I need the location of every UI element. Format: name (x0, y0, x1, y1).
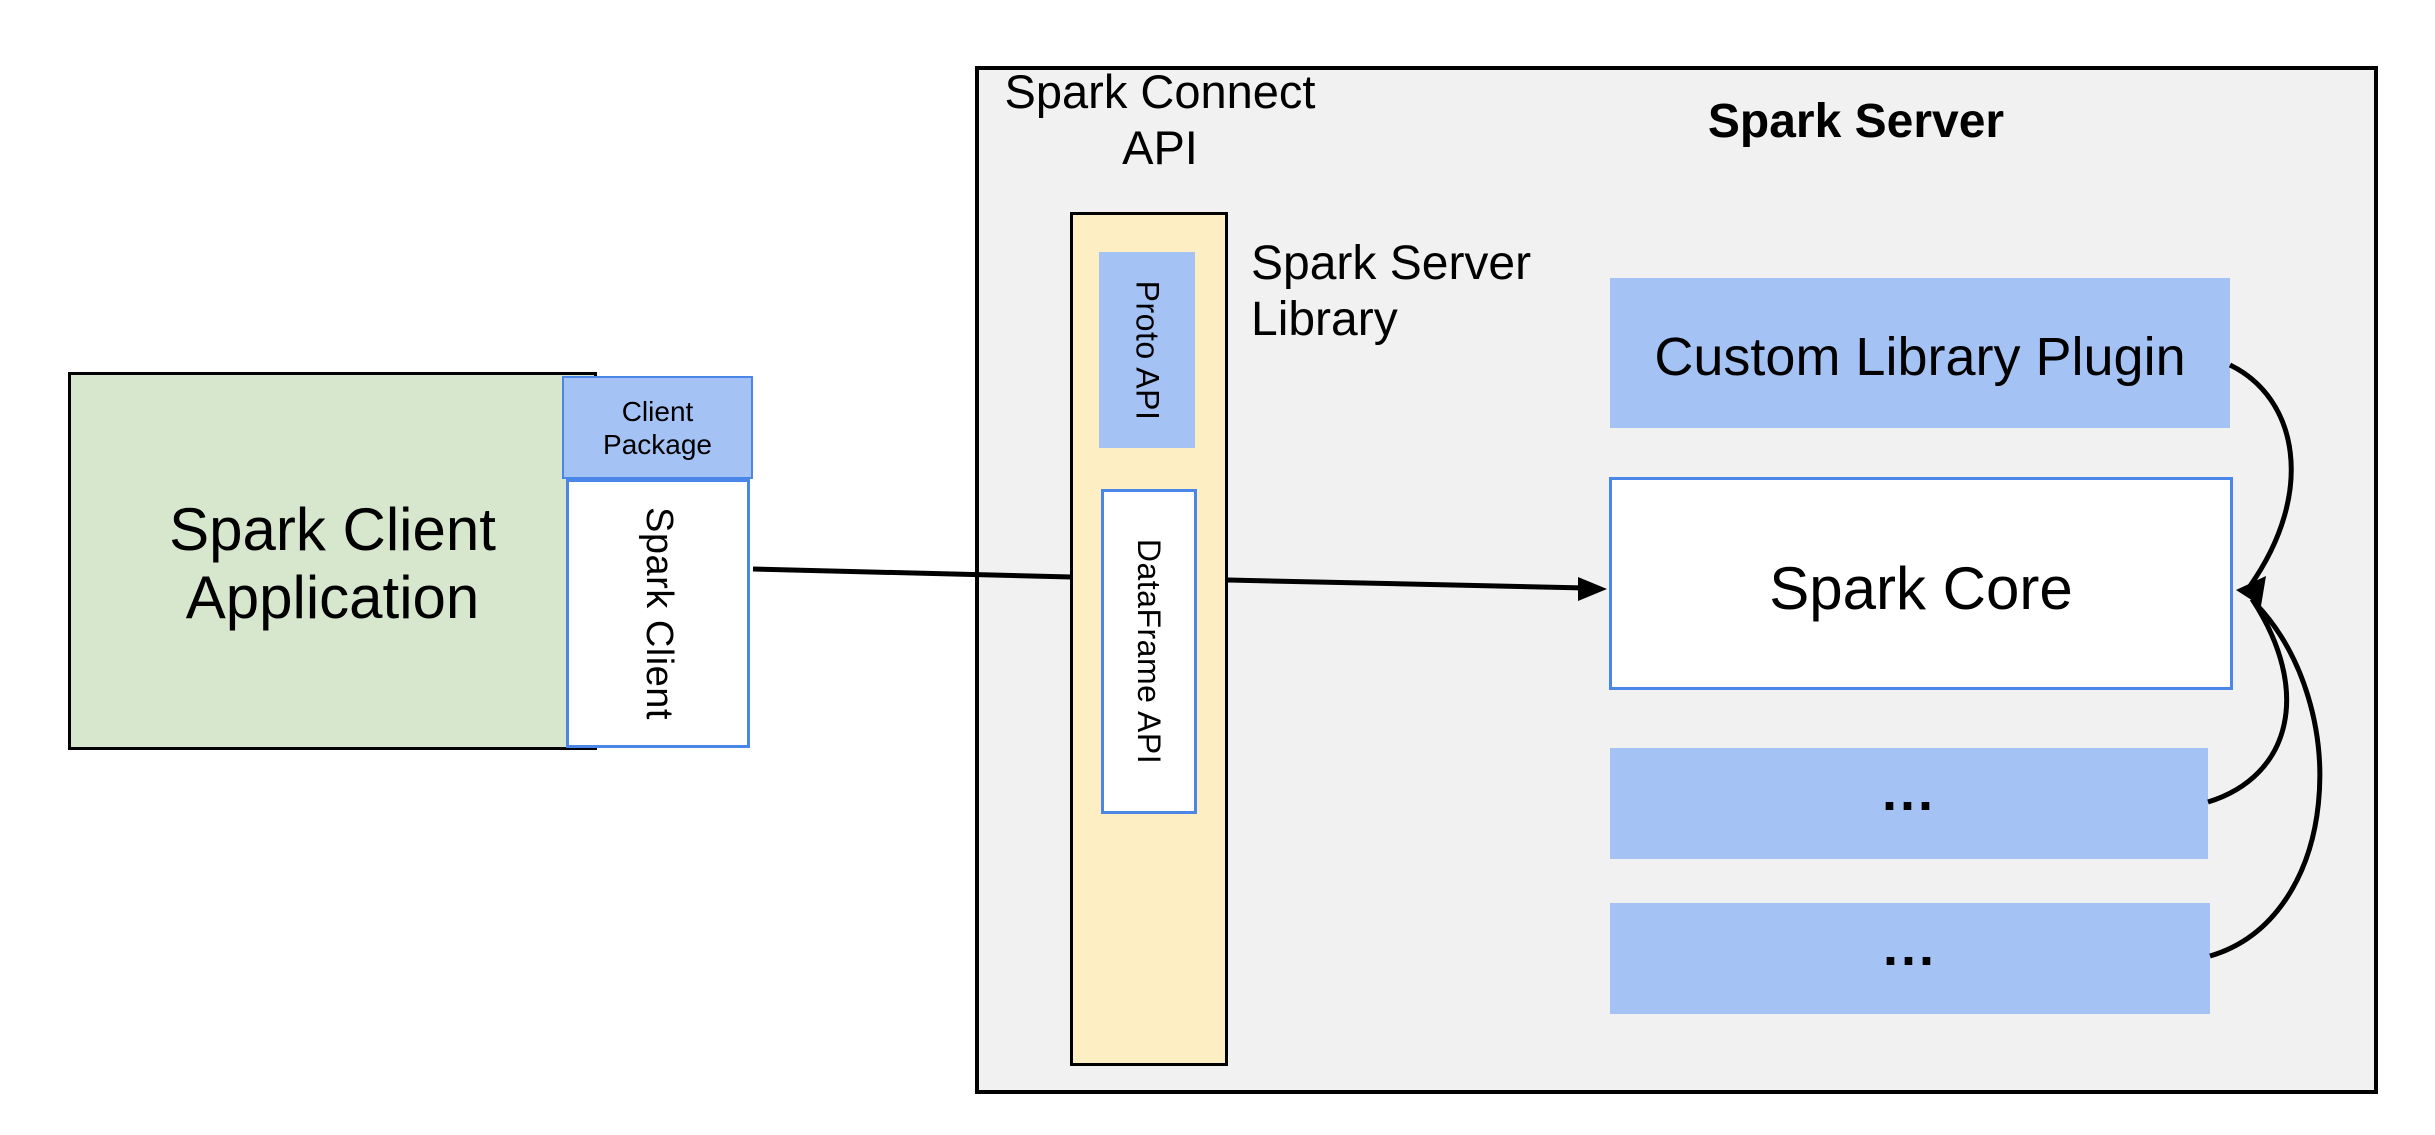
spark-core-label: Spark Core (1769, 555, 2073, 622)
spark-server-library-label: Spark Server Library (1251, 236, 1591, 348)
spark-server-library-label-line2: Library (1251, 293, 1398, 346)
client-package-label-line2: Package (603, 428, 712, 460)
spark-connect-api-label-line1: Spark Connect (1004, 65, 1316, 118)
spark-core-box: Spark Core (1609, 477, 2233, 690)
spark-client-application-label-line1: Spark Client (169, 496, 496, 563)
plugin-slot-1-label: ... (1881, 761, 1936, 822)
dataframe-api-label: DataFrame API (1131, 538, 1168, 765)
plugin-slot-box-2: ... (1610, 903, 2210, 1014)
spark-client-application-label: Spark Client Application (68, 496, 597, 632)
spark-connect-api-label: Spark Connect API (985, 64, 1335, 176)
client-package-box: Client Package (562, 376, 753, 479)
spark-client-application-box (68, 372, 597, 750)
plugin-slot-box-1: ... (1610, 748, 2208, 859)
spark-client-box: Spark Client (566, 479, 750, 748)
spark-server-library-label-line1: Spark Server (1251, 237, 1532, 290)
proto-api-box: Proto API (1099, 252, 1195, 448)
spark-client-label: Spark Client (637, 507, 680, 720)
plugin-slot-2-label: ... (1882, 916, 1937, 977)
client-package-label-line1: Client (621, 395, 694, 427)
custom-library-plugin-label: Custom Library Plugin (1654, 327, 2186, 387)
proto-api-label: Proto API (1129, 280, 1166, 420)
spark-client-application-label-line2: Application (185, 564, 480, 631)
spark-connect-api-label-line2: API (1122, 121, 1198, 174)
dataframe-api-box: DataFrame API (1101, 489, 1197, 814)
custom-library-plugin-box: Custom Library Plugin (1610, 278, 2230, 428)
spark-server-title: Spark Server (1707, 95, 2005, 148)
